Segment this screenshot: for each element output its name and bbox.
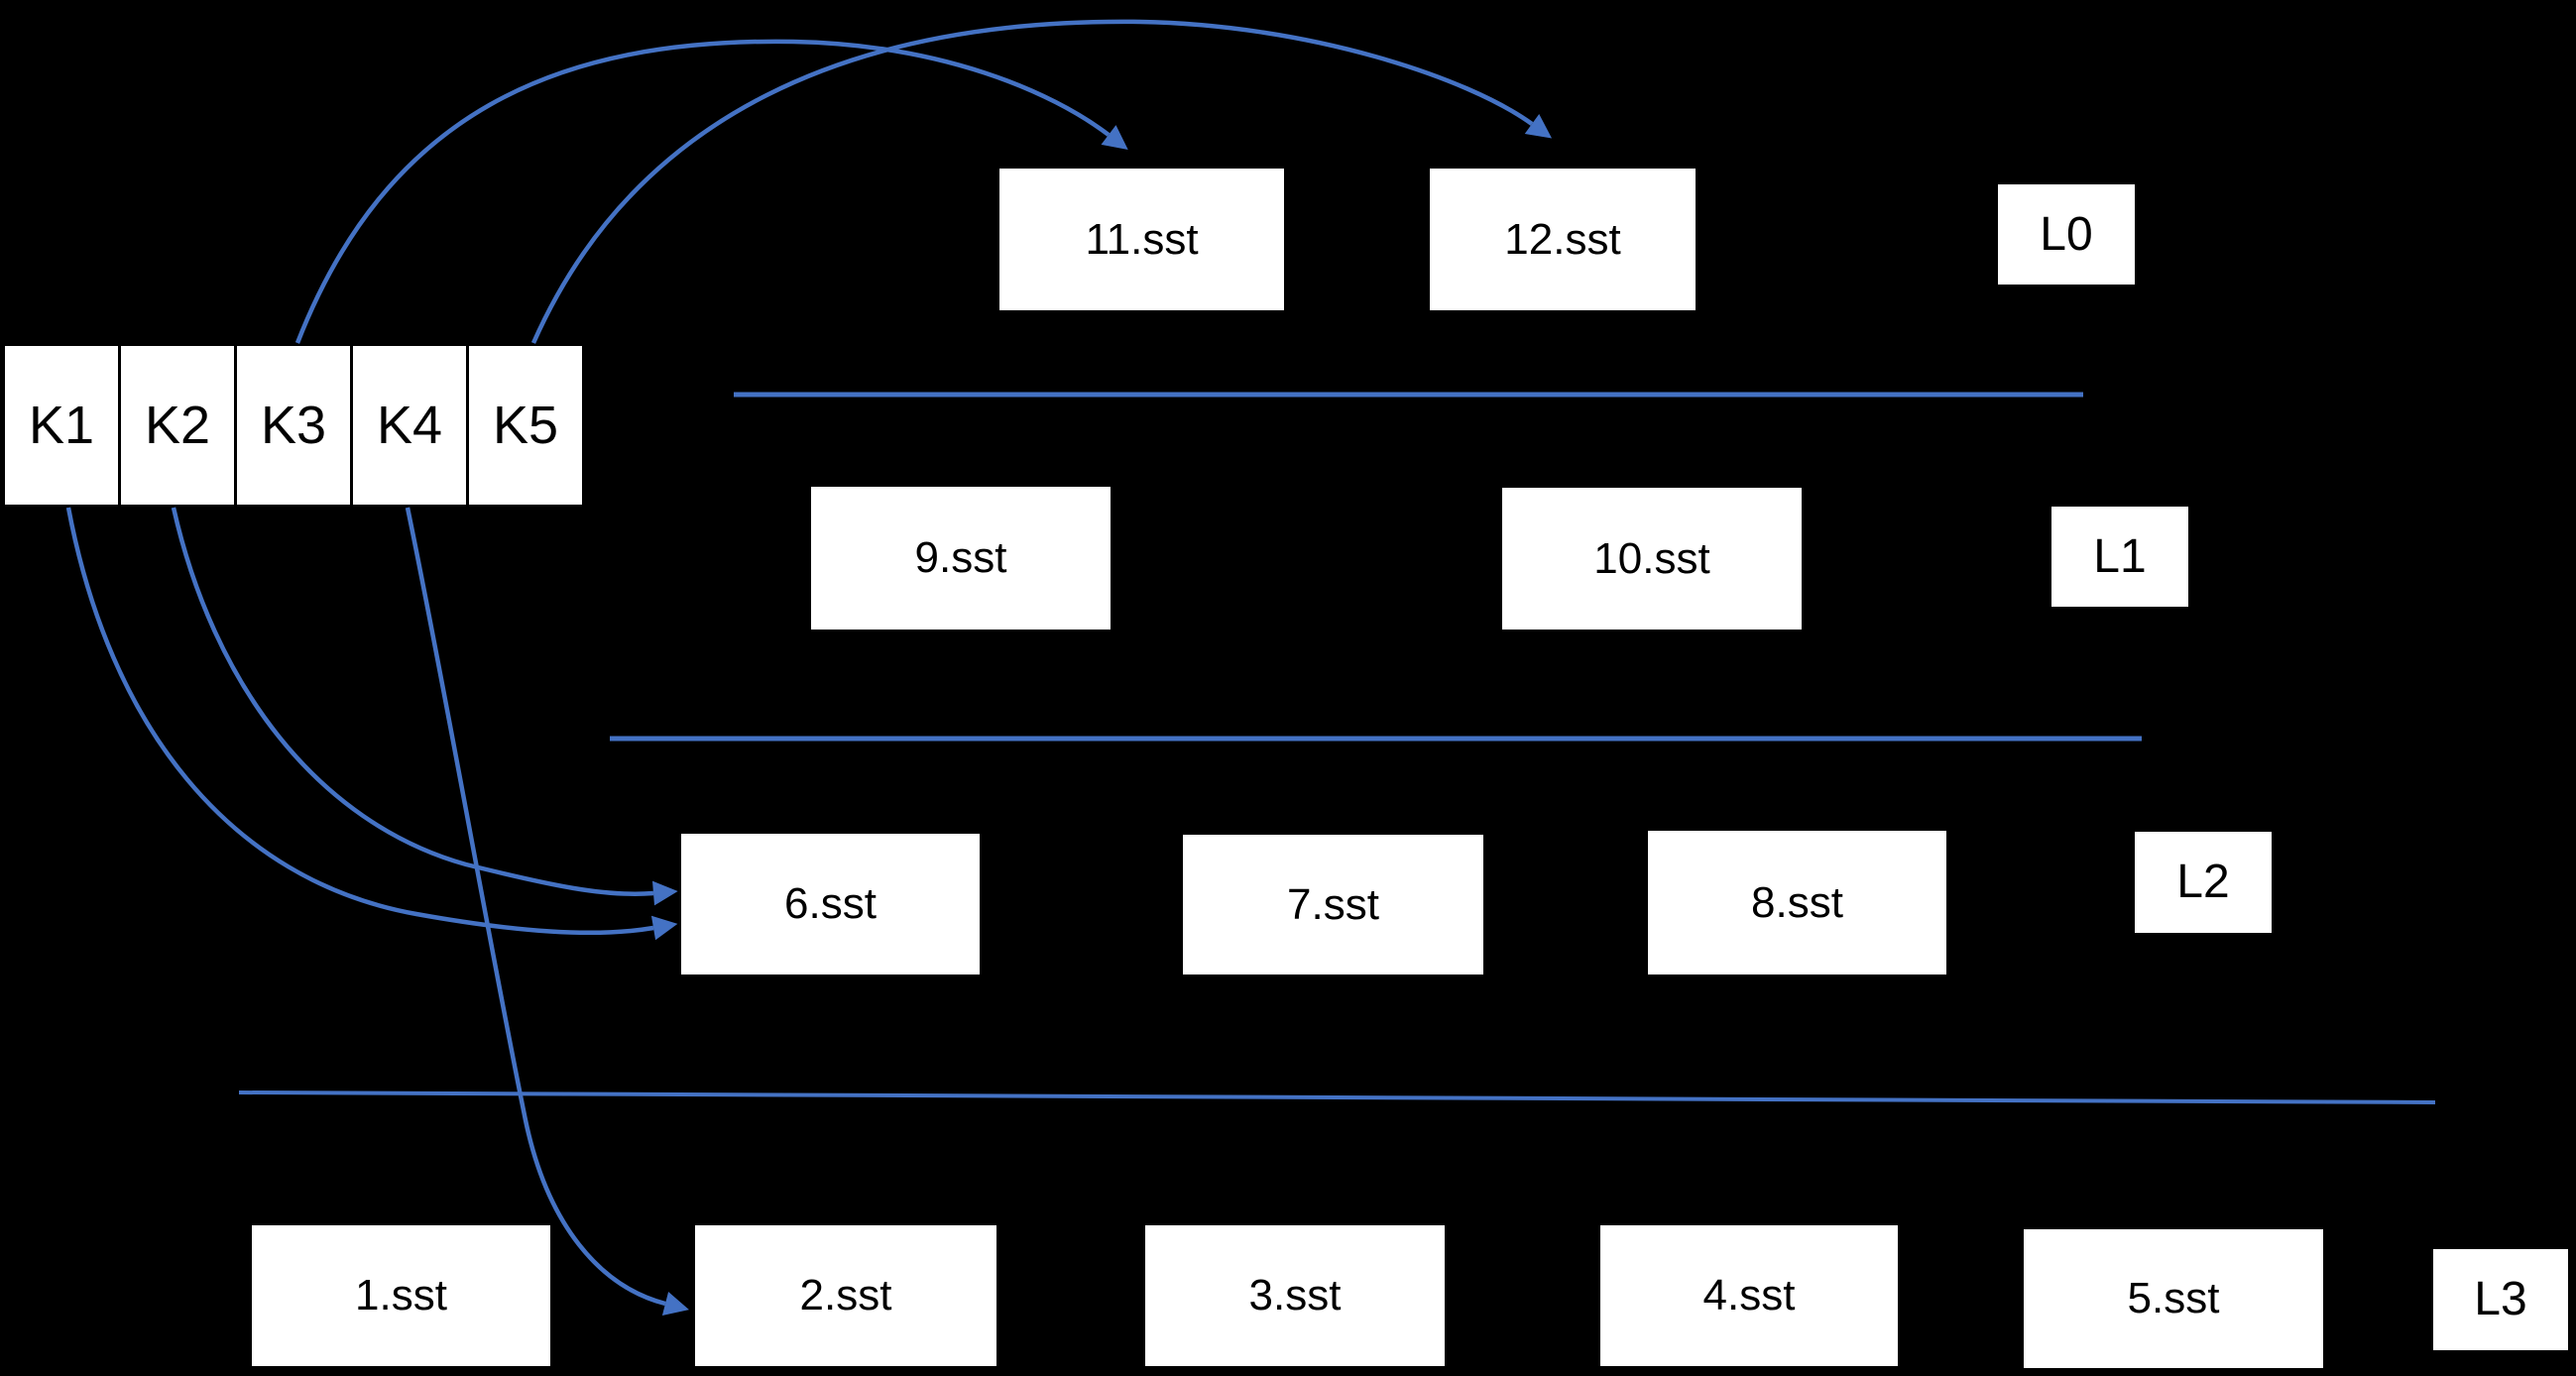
key-cell-k5: K5 — [466, 343, 585, 508]
level-label-l0: L0 — [1998, 184, 2135, 285]
key-cell-k2: K2 — [118, 343, 237, 508]
key-row: K1 K2 K3 K4 K5 — [2, 343, 585, 508]
key-cell-k3: K3 — [234, 343, 353, 508]
level-label-l3: L3 — [2433, 1249, 2568, 1350]
key-cell-k1: K1 — [2, 343, 121, 508]
sst-file-7: 7.sst — [1183, 835, 1483, 975]
sst-file-12: 12.sst — [1430, 169, 1696, 310]
arrow-k3-to-11sst — [294, 39, 1128, 344]
sst-file-8: 8.sst — [1648, 831, 1946, 975]
sst-file-2: 2.sst — [695, 1225, 996, 1366]
key-cell-k4: K4 — [350, 343, 469, 508]
arrow-k4-to-2sst — [405, 507, 689, 1316]
sst-file-3: 3.sst — [1145, 1225, 1445, 1366]
sst-file-1: 1.sst — [252, 1225, 550, 1366]
sst-file-6: 6.sst — [681, 834, 980, 975]
separator-l2-l3 — [238, 1090, 2436, 1104]
sst-file-10: 10.sst — [1502, 488, 1802, 630]
arrow-k1-to-6sst — [65, 507, 678, 941]
sst-file-11: 11.sst — [999, 169, 1284, 310]
sst-file-4: 4.sst — [1600, 1225, 1898, 1366]
arrow-k2-to-6sst — [171, 507, 678, 906]
level-label-l2: L2 — [2135, 832, 2272, 933]
level-label-l1: L1 — [2051, 507, 2188, 607]
sst-file-5: 5.sst — [2024, 1229, 2323, 1368]
sst-file-9: 9.sst — [811, 487, 1111, 630]
